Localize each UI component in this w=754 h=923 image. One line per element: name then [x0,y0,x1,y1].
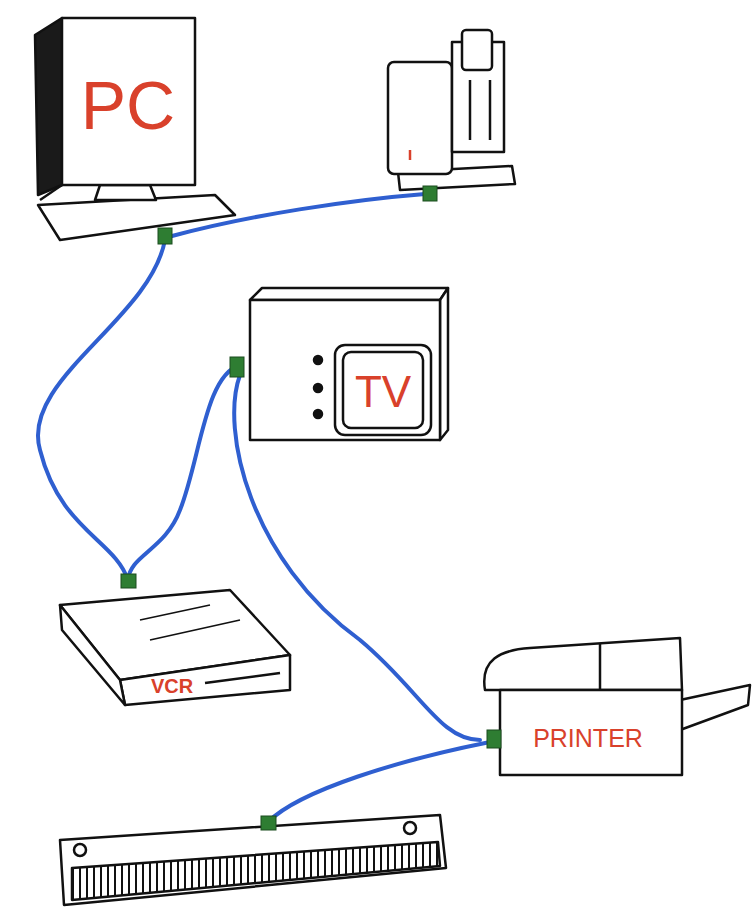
cable-connector [38,240,165,580]
device-node: TV [240,290,450,450]
keyboard-cable [268,742,490,822]
cable-connectors [121,186,501,830]
pc-monitor [35,18,235,240]
printer-device [484,638,750,775]
device-label: PC [81,71,175,139]
device-node: PRINTER [480,630,752,780]
device-label: PRINTER [533,726,643,751]
device-node: PC [35,15,215,240]
device-node: VCR [55,580,295,710]
camera-device [388,30,515,190]
device-label: TV [355,370,411,414]
keyboard-instrument [60,815,446,905]
cable-connector [128,365,240,580]
vcr-device [60,590,290,705]
tv-set [250,288,448,440]
device-label: VCR [151,676,193,696]
